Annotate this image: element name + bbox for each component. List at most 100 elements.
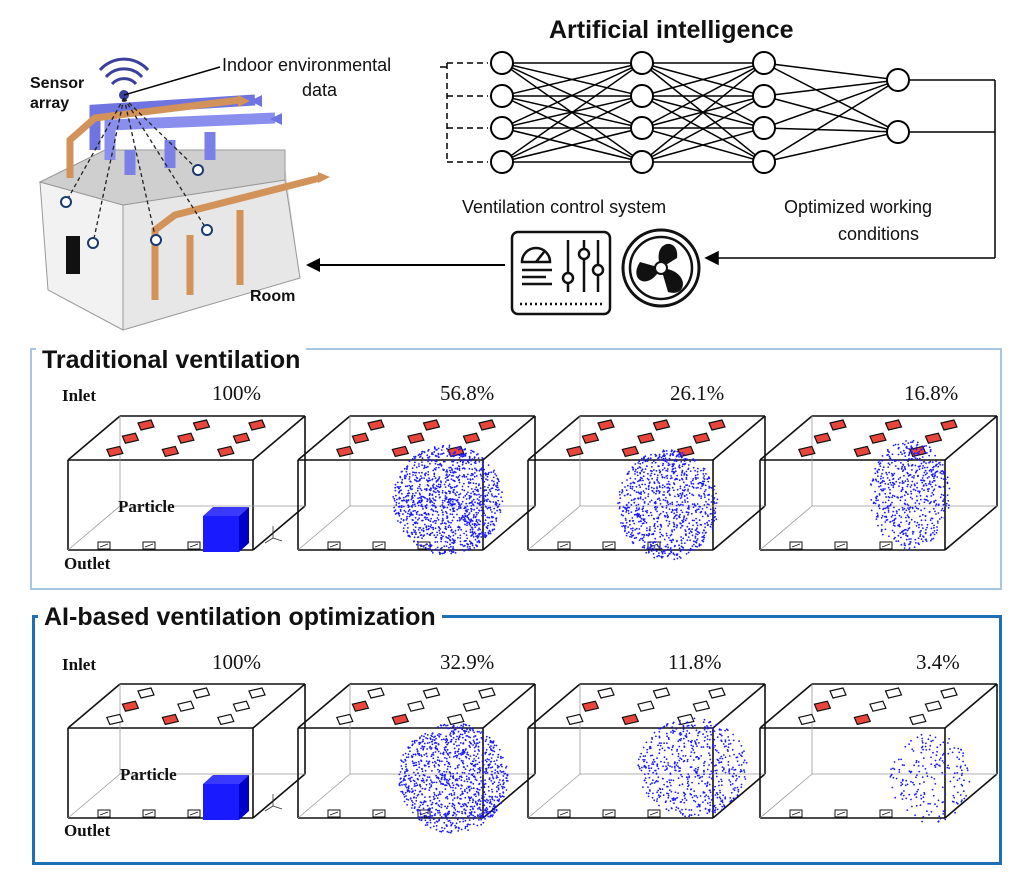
particle-dot [484, 815, 487, 818]
particle-dot [699, 776, 702, 779]
particle-dot [484, 522, 486, 525]
nn-edge [763, 95, 899, 133]
particle-dot [423, 764, 426, 767]
particle-dot [403, 800, 406, 803]
particle-dot [706, 743, 709, 746]
wifi-icon [98, 57, 150, 100]
particle-dot [711, 794, 714, 797]
particle-dot [446, 447, 448, 450]
particle-dot [432, 521, 434, 523]
particle-dot [465, 787, 468, 790]
particle-dot [422, 508, 424, 510]
particle-dot [491, 791, 494, 793]
particle-dot [490, 766, 492, 769]
particle-dot [451, 822, 454, 825]
particle-dot [496, 776, 499, 779]
particle-dot [494, 772, 496, 774]
particle-dot [667, 796, 670, 799]
particle-dot [501, 500, 504, 503]
particle-dot [490, 780, 493, 782]
particle-dot [441, 552, 444, 555]
particle-dot [455, 814, 458, 816]
particle-dot [472, 536, 475, 538]
particle-dot [497, 788, 500, 791]
particle-dot [402, 754, 405, 756]
particle-dot [686, 721, 689, 723]
particle-dot [406, 522, 409, 525]
particle-dot [428, 741, 431, 744]
particle-dot [449, 454, 452, 457]
particle-dot [667, 809, 670, 812]
particle-dot [466, 791, 469, 794]
particle-dot [411, 740, 414, 743]
particle-dot [701, 780, 703, 783]
particle-dot [667, 746, 669, 749]
particle-dot [474, 538, 477, 541]
particle-dot [490, 814, 492, 817]
particle-dot [474, 802, 477, 804]
particle-dot [454, 778, 457, 781]
particle-dot [690, 793, 693, 796]
particle-dot [484, 740, 487, 743]
particle-dot [922, 757, 925, 760]
particle-dot [499, 779, 501, 781]
particle-dot [408, 492, 411, 495]
particle-dot [411, 804, 414, 806]
particle-dot [418, 741, 421, 744]
particle-dot [904, 784, 907, 787]
particle-dot [464, 803, 467, 806]
particle-dot [395, 504, 398, 506]
particle-dot [462, 817, 464, 820]
particle-dot [426, 824, 429, 826]
particle-dot [647, 786, 649, 788]
nn-node [490, 84, 514, 108]
particle-dot [958, 751, 961, 754]
particle-dot [421, 745, 424, 747]
particle-dot [413, 741, 416, 744]
particle-dot [492, 740, 495, 743]
particle-dot [677, 740, 680, 743]
particle-dot [665, 808, 668, 811]
particle-dot [471, 523, 474, 525]
particle-dot [727, 736, 730, 738]
particle-dot [443, 483, 446, 486]
particle-dot [946, 766, 949, 769]
particle-dot [413, 796, 415, 799]
particle-dot [927, 738, 930, 741]
particle-dot [471, 805, 473, 808]
particle-dot [437, 514, 440, 516]
particle-dot [506, 774, 509, 777]
particle-dot [464, 512, 466, 515]
particle-dot [706, 812, 709, 815]
particle-dot [421, 777, 424, 780]
particle-dot [957, 747, 960, 750]
particle-dot [424, 732, 427, 735]
particle-dot [678, 723, 681, 726]
particle-dot [489, 741, 492, 744]
particle-dot [400, 759, 402, 761]
particle-dot [436, 541, 439, 543]
particle-dot [666, 742, 668, 745]
particle-dot [446, 743, 449, 746]
particle-dot [443, 531, 446, 534]
particle-dot [491, 795, 493, 798]
particle-dot [436, 759, 439, 762]
particle-dot [667, 764, 670, 766]
particle-dot [436, 797, 439, 799]
particle-dot [908, 793, 911, 796]
particle-dot [477, 800, 480, 802]
particle-dot [495, 775, 498, 777]
particle-dot [434, 491, 437, 494]
particle-dot [484, 505, 487, 508]
particle-dot [459, 726, 461, 729]
particle-dot [477, 457, 480, 459]
particle-dot [449, 785, 451, 787]
particle-dot [405, 774, 407, 777]
particle-dot [734, 797, 737, 800]
particle-dot [406, 804, 408, 806]
particle-dot [678, 759, 681, 762]
nn-node [630, 116, 654, 140]
particle-dot [466, 546, 469, 548]
particle-dot [406, 517, 408, 520]
particle-dot [478, 783, 480, 786]
